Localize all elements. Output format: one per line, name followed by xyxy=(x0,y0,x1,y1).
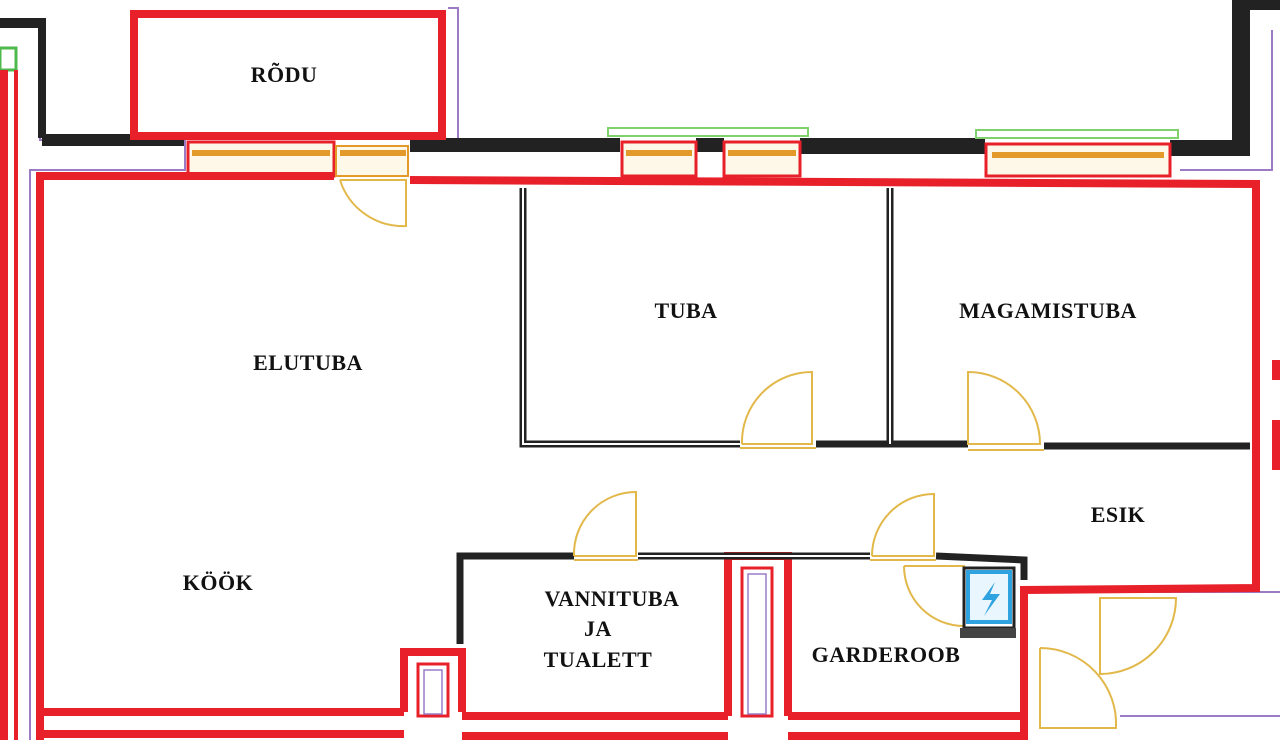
room-label-kook: KÖÖK xyxy=(183,570,253,595)
door-entrance-lower xyxy=(1039,646,1118,729)
room-label-tuba: TUBA xyxy=(654,298,717,323)
door-garderoob-top xyxy=(871,492,935,557)
room-label-rodu: RÕDU xyxy=(251,62,318,87)
door-balcony xyxy=(339,179,407,228)
windows xyxy=(186,127,1179,178)
room-label-garderoob: GARDEROOB xyxy=(812,642,961,667)
shaft-fill xyxy=(423,573,767,715)
exterior-red-walls xyxy=(36,172,1280,740)
exterior-black-walls xyxy=(0,0,1280,156)
interior-wall-inner xyxy=(522,188,891,557)
doors xyxy=(339,179,1178,729)
interior-walls xyxy=(456,188,1250,644)
door-vannituba xyxy=(572,490,637,557)
room-label-magamistuba: MAGAMISTUBA xyxy=(959,298,1137,323)
left-edge xyxy=(0,46,18,740)
room-label-tualett: TUALETT xyxy=(544,647,653,672)
door-thresholds xyxy=(574,447,1044,561)
balcony-wall xyxy=(130,10,446,140)
outer-outline xyxy=(29,7,1280,740)
room-label-vannituba-ja: JA xyxy=(584,616,612,641)
shaft-inner xyxy=(416,566,774,718)
lightning-icon xyxy=(960,566,1016,638)
door-magamistuba xyxy=(967,370,1042,445)
room-label-vannituba: VANNITUBA xyxy=(545,586,680,611)
room-label-esik: ESIK xyxy=(1091,502,1146,527)
room-label-elutuba: ELUTUBA xyxy=(253,350,363,375)
door-entrance-upper xyxy=(1099,597,1178,676)
door-tuba xyxy=(740,370,813,445)
door-garderoob-inner xyxy=(903,565,965,628)
